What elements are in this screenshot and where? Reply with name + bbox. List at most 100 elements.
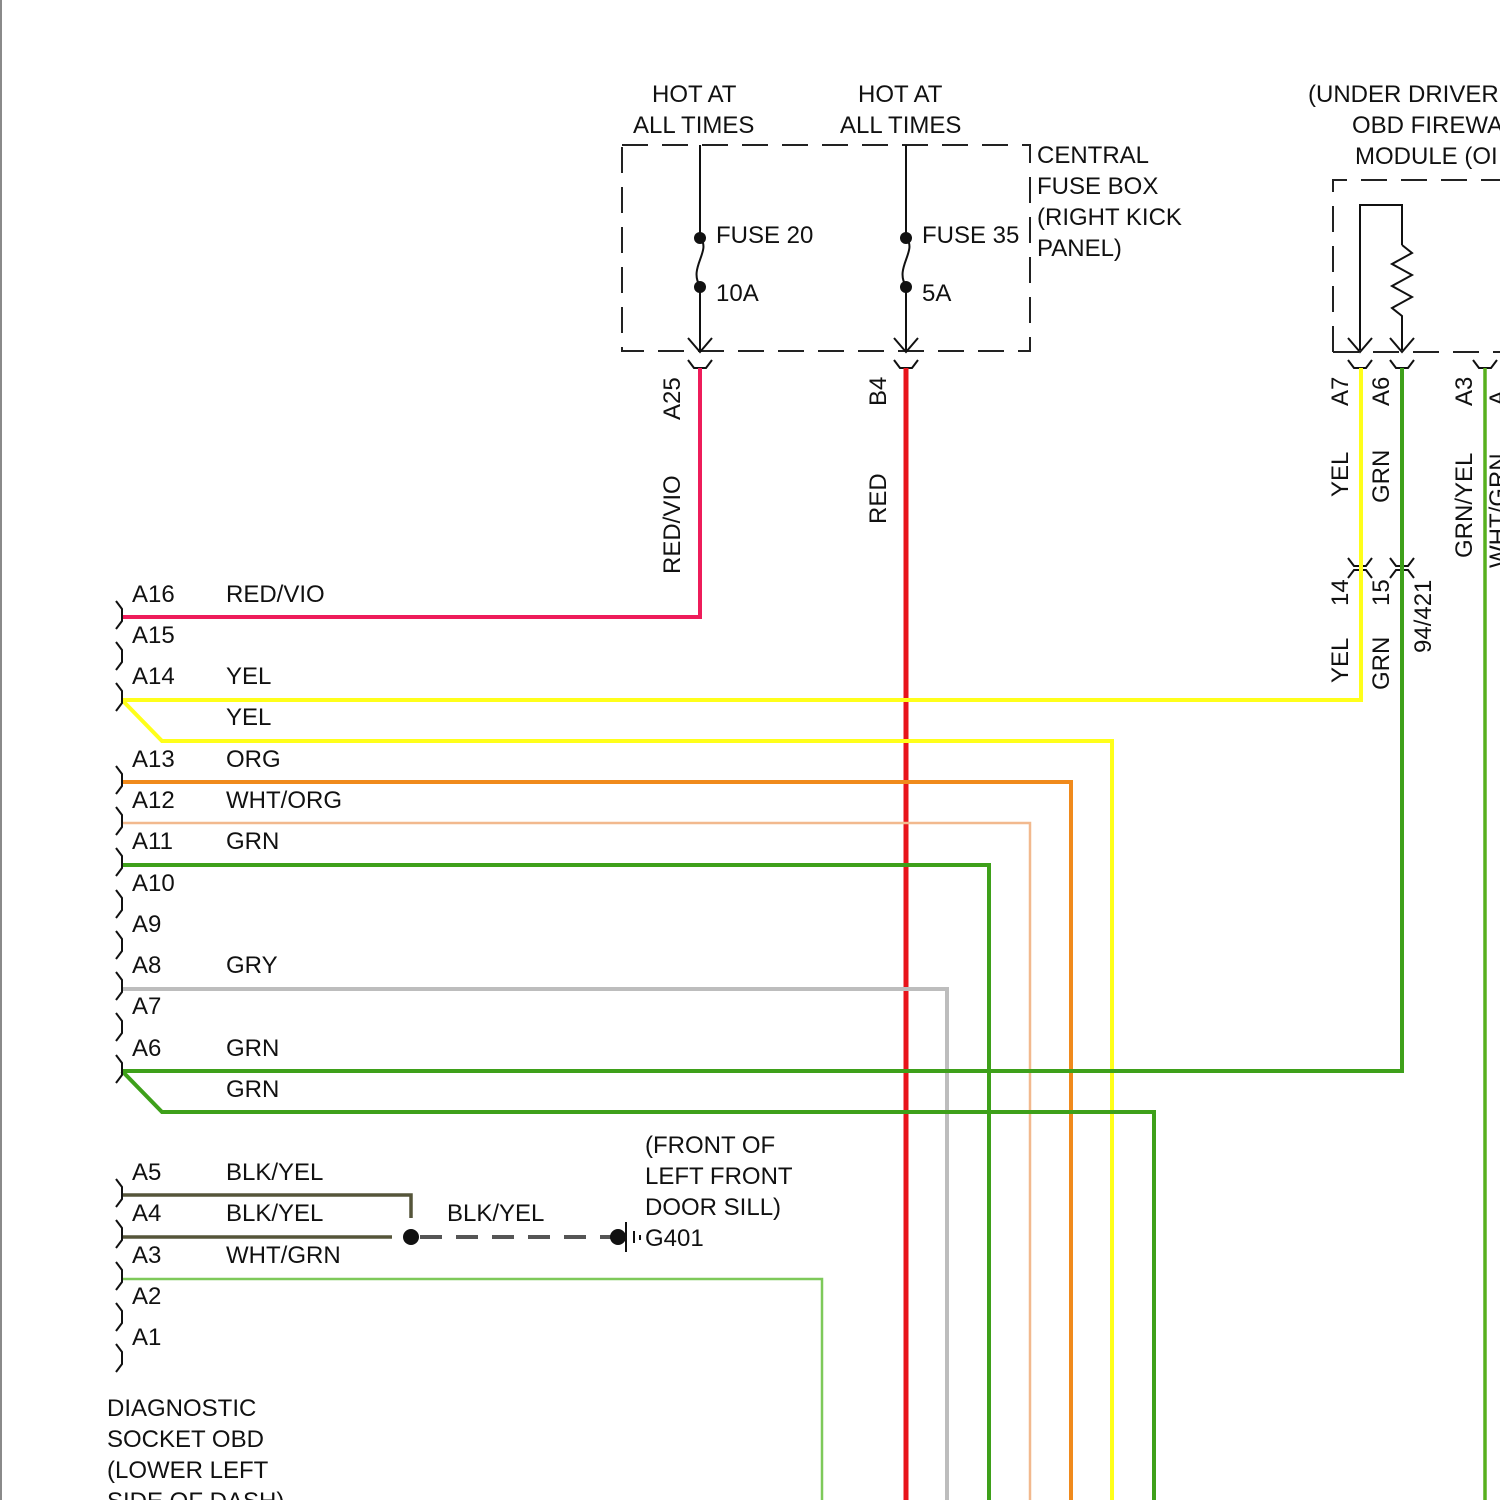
module-label-3: MODULE (OI	[1355, 143, 1498, 170]
fuse-box-label-2: FUSE BOX	[1037, 173, 1158, 200]
ground-g401: BLK/YEL G401 (FRONT OF LEFT FRONT DOOR S…	[403, 1132, 793, 1252]
wires	[122, 368, 1485, 1500]
splice-dot	[403, 1229, 419, 1245]
inline-pin-14: 14	[1327, 579, 1354, 606]
fuse-box-label-4: PANEL)	[1037, 235, 1122, 262]
socket-wire-label: YEL	[226, 704, 271, 731]
socket-pin-brackets	[116, 601, 122, 1372]
socket-label-2: SOCKET OBD	[107, 1426, 264, 1453]
socket-pin-a4: A4	[132, 1200, 161, 1227]
module-wire-grn: GRN	[1368, 450, 1395, 503]
socket-pin-a6: A6	[132, 1035, 161, 1062]
module-wire-wht-grn: WHT/GRN	[1485, 453, 1500, 568]
ground-id: G401	[645, 1225, 704, 1252]
connector-bracket-icon	[116, 848, 122, 876]
socket-pin-a7: A7	[132, 993, 161, 1020]
central-fuse-box: HOT AT ALL TIMES HOT AT ALL TIMES CENTRA…	[622, 81, 1182, 574]
connector-bracket-icon	[116, 683, 122, 711]
ground-location-3: DOOR SILL)	[645, 1194, 781, 1221]
fuse-box-label-1: CENTRAL	[1037, 142, 1149, 169]
fuse-20-symbol	[688, 145, 712, 368]
fuse-35-label: FUSE 35	[922, 222, 1019, 249]
module-label-1: (UNDER DRIVER	[1308, 81, 1499, 108]
socket-wire-label: WHT/ORG	[226, 787, 342, 814]
inline-connector-id: 94/421	[1410, 580, 1437, 653]
socket-wire-label: WHT/GRN	[226, 1242, 341, 1269]
socket-wire-label: YEL	[226, 663, 271, 690]
socket-pin-a16: A16	[132, 581, 175, 608]
wire-label-red-vertical: RED	[865, 473, 892, 524]
socket-pin-a8: A8	[132, 952, 161, 979]
connector-bracket-icon	[116, 642, 122, 670]
socket-label-1: DIAGNOSTIC	[107, 1395, 256, 1422]
socket-pin-a14: A14	[132, 663, 175, 690]
connector-bracket-icon	[116, 931, 122, 959]
inline-pin-15: 15	[1368, 579, 1395, 606]
module-label-2: OBD FIREWA	[1352, 112, 1500, 139]
connector-bracket-icon	[116, 1055, 122, 1083]
pin-label-b4: B4	[865, 377, 892, 406]
fuse-box-label-3: (RIGHT KICK	[1037, 204, 1182, 231]
socket-pin-a10: A10	[132, 870, 175, 897]
socket-wire-label: BLK/YEL	[226, 1159, 323, 1186]
connector-bracket-icon	[116, 1220, 122, 1248]
socket-wire-label: GRN	[226, 1035, 279, 1062]
socket-label-3: (LOWER LEFT	[107, 1457, 269, 1484]
ground-terminal-dot	[610, 1229, 626, 1245]
connector-bracket-icon	[116, 1303, 122, 1331]
module-wire-yel: YEL	[1327, 452, 1354, 497]
socket-label-4: SIDE OF DASH)	[107, 1488, 284, 1500]
connector-bracket-icon	[116, 1013, 122, 1041]
socket-wire-label: RED/VIO	[226, 581, 325, 608]
module-pin-a6: A6	[1368, 377, 1395, 406]
socket-pin-a9: A9	[132, 911, 161, 938]
socket-wire-label: BLK/YEL	[226, 1200, 323, 1227]
wire-label-red-vio-vertical: RED/VIO	[659, 475, 686, 574]
connector-bracket-icon	[116, 807, 122, 835]
fuse-35-rating: 5A	[922, 280, 951, 307]
socket-pin-a1: A1	[132, 1324, 161, 1351]
socket-pin-a2: A2	[132, 1283, 161, 1310]
socket-pin-a3: A3	[132, 1242, 161, 1269]
ground-wire-label: BLK/YEL	[447, 1200, 544, 1227]
ground-location-1: (FRONT OF	[645, 1132, 775, 1159]
ground-location-2: LEFT FRONT	[645, 1163, 793, 1190]
connector-bracket-icon	[116, 1344, 122, 1372]
module-pin-a3: A3	[1451, 377, 1478, 406]
socket-wire-label: GRN	[226, 828, 279, 855]
socket-wire-label: GRY	[226, 952, 278, 979]
socket-wire-label: ORG	[226, 746, 281, 773]
module-pin-a7: A7	[1327, 377, 1354, 406]
fuse-20-rating: 10A	[716, 280, 759, 307]
connector-bracket-icon	[116, 601, 122, 629]
socket-pin-a11: A11	[132, 828, 173, 855]
fuse-20-label: FUSE 20	[716, 222, 813, 249]
hot-label-2-line1: HOT AT	[858, 81, 943, 108]
socket-pin-a12: A12	[132, 787, 175, 814]
pin-label-a25: A25	[659, 377, 686, 420]
module-wire-grn-yel: GRN/YEL	[1451, 453, 1478, 558]
module-outline	[1333, 180, 1500, 352]
socket-pin-a15: A15	[132, 622, 175, 649]
inline-wire-grn: GRN	[1368, 637, 1395, 690]
connector-bracket-icon	[116, 890, 122, 918]
resistor-icon	[1392, 245, 1412, 350]
inline-wire-yel: YEL	[1327, 638, 1354, 683]
connector-bracket-icon	[116, 972, 122, 1000]
hot-label-2-line2: ALL TIMES	[840, 112, 961, 139]
fuse-35-symbol	[894, 145, 918, 368]
connector-bracket-icon	[116, 766, 122, 794]
socket-pin-a5: A5	[132, 1159, 161, 1186]
hot-label-1-line1: HOT AT	[652, 81, 737, 108]
wire-red-vio-a16	[122, 368, 700, 617]
wire-grn-a6-module	[122, 368, 1402, 1071]
module-pin-a-partial: A	[1485, 390, 1500, 406]
socket-wire-label: GRN	[226, 1076, 279, 1103]
connector-bracket-icon	[116, 1179, 122, 1207]
socket-pin-a13: A13	[132, 746, 175, 773]
connector-bracket-icon	[116, 1262, 122, 1290]
hot-label-1-line2: ALL TIMES	[633, 112, 754, 139]
wire-yel-a14-module	[122, 368, 1361, 700]
wire-org-a13	[122, 782, 1071, 1500]
